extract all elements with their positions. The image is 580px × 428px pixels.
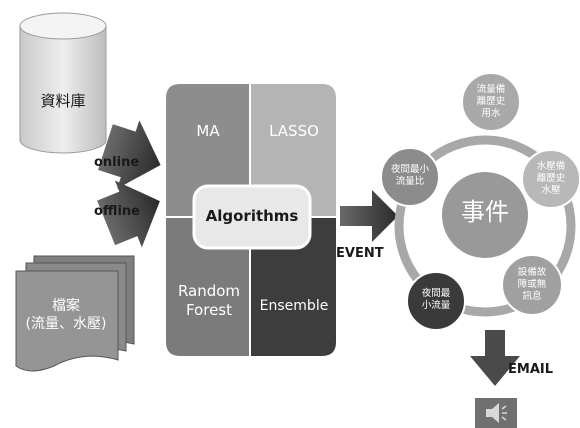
cycle-node-1-label: 水壓備 離歷史 水壓 [522,161,580,197]
event-cycle-ring [394,135,576,317]
algorithms-center-label: Algorithms [205,207,299,225]
algo-ensemble-label: Ensemble [259,298,329,314]
cycle-node-2-line2: 障或無 [517,278,547,290]
files-label: 檔案 (流量、水壓) [16,298,116,333]
database-cylinder-icon [19,12,107,154]
database-label: 資料庫 [40,92,86,110]
cycle-node-0-line2: 離歷史 [476,95,506,107]
email-label: EMAIL [508,362,553,377]
cycle-node-1-line2: 離歷史 [536,172,566,184]
cycle-node-1-line1: 水壓備 [536,161,566,172]
offline-label: offline [94,204,140,219]
cycle-node-4-label: 夜間最小 流量比 [381,164,439,188]
files-label-line1: 檔案 [52,298,80,314]
algorithms-grid [166,84,336,356]
cycle-center-label: 事件 [461,198,509,226]
cycle-node-2-label: 設備故 障或無 訊息 [503,267,561,303]
cycle-node-0-label: 流量備 離歷史 用水 [462,84,520,120]
algo-random-forest-label: Random Forest [168,282,250,320]
cycle-node-4-line1: 夜間最小 [390,164,429,175]
algo-forest-label: Forest [185,300,233,319]
algo-lasso-label: LASSO [269,122,319,140]
cycle-node-2-line1: 設備故 [517,267,547,278]
cycle-node-3-line2: 小流量 [421,299,451,311]
offline-arrow [97,180,160,248]
cycle-nodes [380,72,580,331]
algo-random-label: Random [177,282,241,300]
cycle-node-0-line3: 用水 [481,107,501,119]
cycle-node-1-line3: 水壓 [541,184,561,196]
speaker-icon [475,398,517,428]
event-arrow [340,190,398,242]
event-label: EVENT [336,246,384,261]
online-arrow [98,120,161,189]
files-label-line2: (流量、水壓) [25,315,107,332]
cycle-node-0-line1: 流量備 [476,84,506,95]
online-label: online [94,155,140,170]
cycle-node-2-line3: 訊息 [522,290,542,302]
algo-ma-label: MA [196,122,220,140]
file-stack-icon [15,255,135,372]
email-arrow [470,330,520,386]
cycle-node-3-label: 夜間最 小流量 [407,288,465,312]
cycle-node-4-line2: 流量比 [395,175,425,187]
cycle-node-3-line1: 夜間最 [421,288,451,299]
